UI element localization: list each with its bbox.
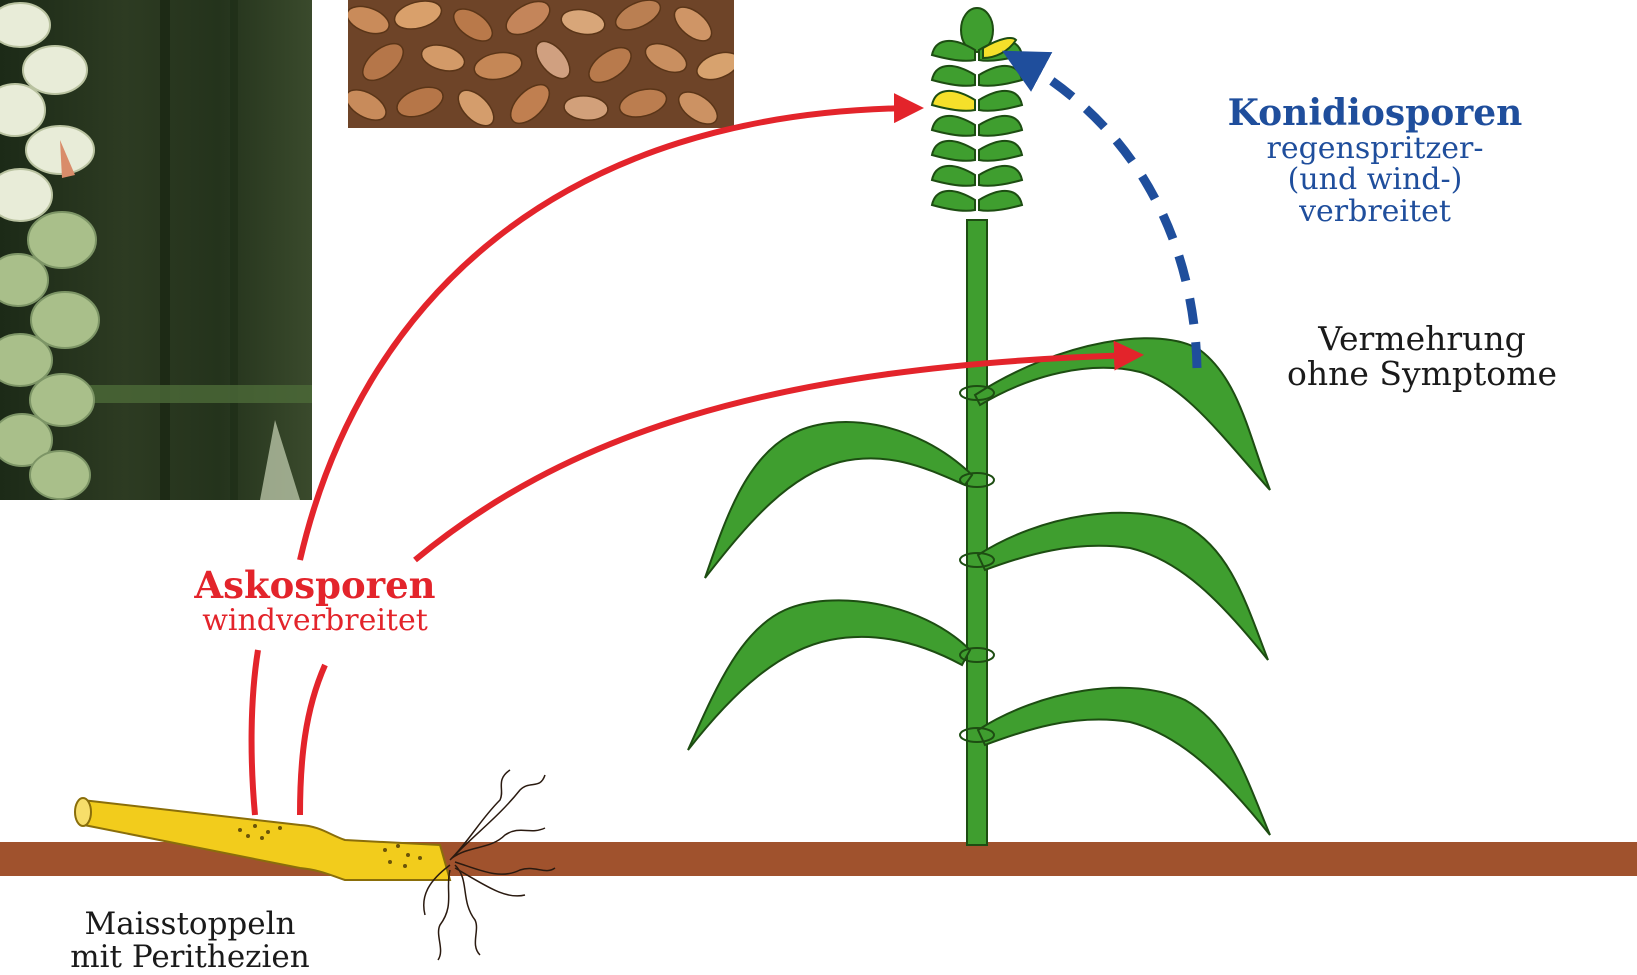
konidiosporen-label: Konidiosporen regenspritzer- (und wind-)… <box>1175 95 1575 227</box>
askosporen-subtitle: windverbreitet <box>150 605 480 637</box>
leaf-lower-left <box>688 600 970 750</box>
konidiosporen-line1: regenspritzer- <box>1175 133 1575 165</box>
konidiosporen-arrow <box>1010 55 1197 368</box>
konidiosporen-line3: verbreitet <box>1175 196 1575 228</box>
leaf-lower-right <box>978 688 1270 835</box>
plant-stem <box>967 220 987 845</box>
maisstoppeln-label: Maisstoppeln mit Perithezien <box>10 908 370 973</box>
askosporen-label: Askosporen windverbreitet <box>150 566 480 636</box>
konidiosporen-title: Konidiosporen <box>1175 95 1575 133</box>
vermehrung-label: Vermehrung ohne Symptome <box>1232 322 1612 391</box>
vermehrung-line2: ohne Symptome <box>1232 357 1612 392</box>
askosporen-arrows <box>252 108 1138 815</box>
askosporen-title: Askosporen <box>150 566 480 605</box>
leaf-middle-right <box>978 513 1268 660</box>
vermehrung-line1: Vermehrung <box>1232 322 1612 357</box>
maisstoppeln-line2: mit Perithezien <box>10 941 370 974</box>
konidiosporen-line2: (und wind-) <box>1175 164 1575 196</box>
maisstoppeln-line1: Maisstoppeln <box>10 908 370 941</box>
wheat-ear <box>932 8 1022 211</box>
leaf-middle-left <box>705 422 972 578</box>
